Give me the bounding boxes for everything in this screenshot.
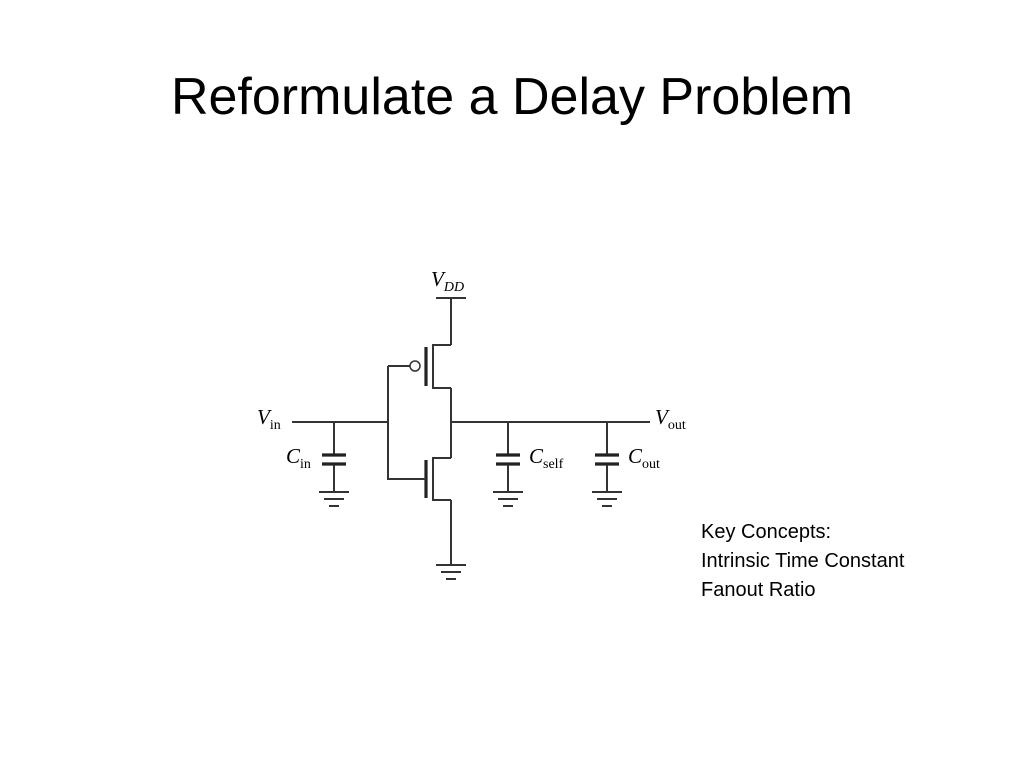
nmos-gate-wire	[387, 366, 426, 480]
pmos-transistor	[409, 344, 451, 389]
cout-capacitor	[592, 422, 622, 507]
svg-text:Vin: Vin	[257, 405, 281, 433]
key-concepts-box: Key Concepts: Intrinsic Time Constant Fa…	[701, 518, 1001, 605]
key-concept-item: Fanout Ratio	[701, 579, 816, 601]
svg-text:Cself: Cself	[529, 444, 564, 472]
key-concepts-heading: Key Concepts:	[701, 521, 832, 543]
nmos-transistor	[424, 457, 451, 501]
svg-text:Vout: Vout	[655, 405, 686, 433]
cself-label: Cself	[529, 444, 564, 472]
key-concept-item: Intrinsic Time Constant	[701, 550, 905, 572]
cself-capacitor	[493, 422, 523, 507]
cout-label: Cout	[628, 444, 660, 472]
nmos-ground-symbol	[436, 564, 466, 580]
svg-text:VDD: VDD	[431, 267, 464, 295]
cin-capacitor	[319, 422, 349, 507]
svg-text:Cin: Cin	[286, 444, 311, 472]
cin-label: Cin	[286, 444, 311, 472]
vdd-label: VDD	[431, 267, 464, 295]
slide-title: Reformulate a Delay Problem	[170, 68, 854, 126]
svg-text:Cout: Cout	[628, 444, 660, 472]
vout-label: Vout	[655, 405, 686, 433]
vin-label: Vin	[257, 405, 281, 433]
